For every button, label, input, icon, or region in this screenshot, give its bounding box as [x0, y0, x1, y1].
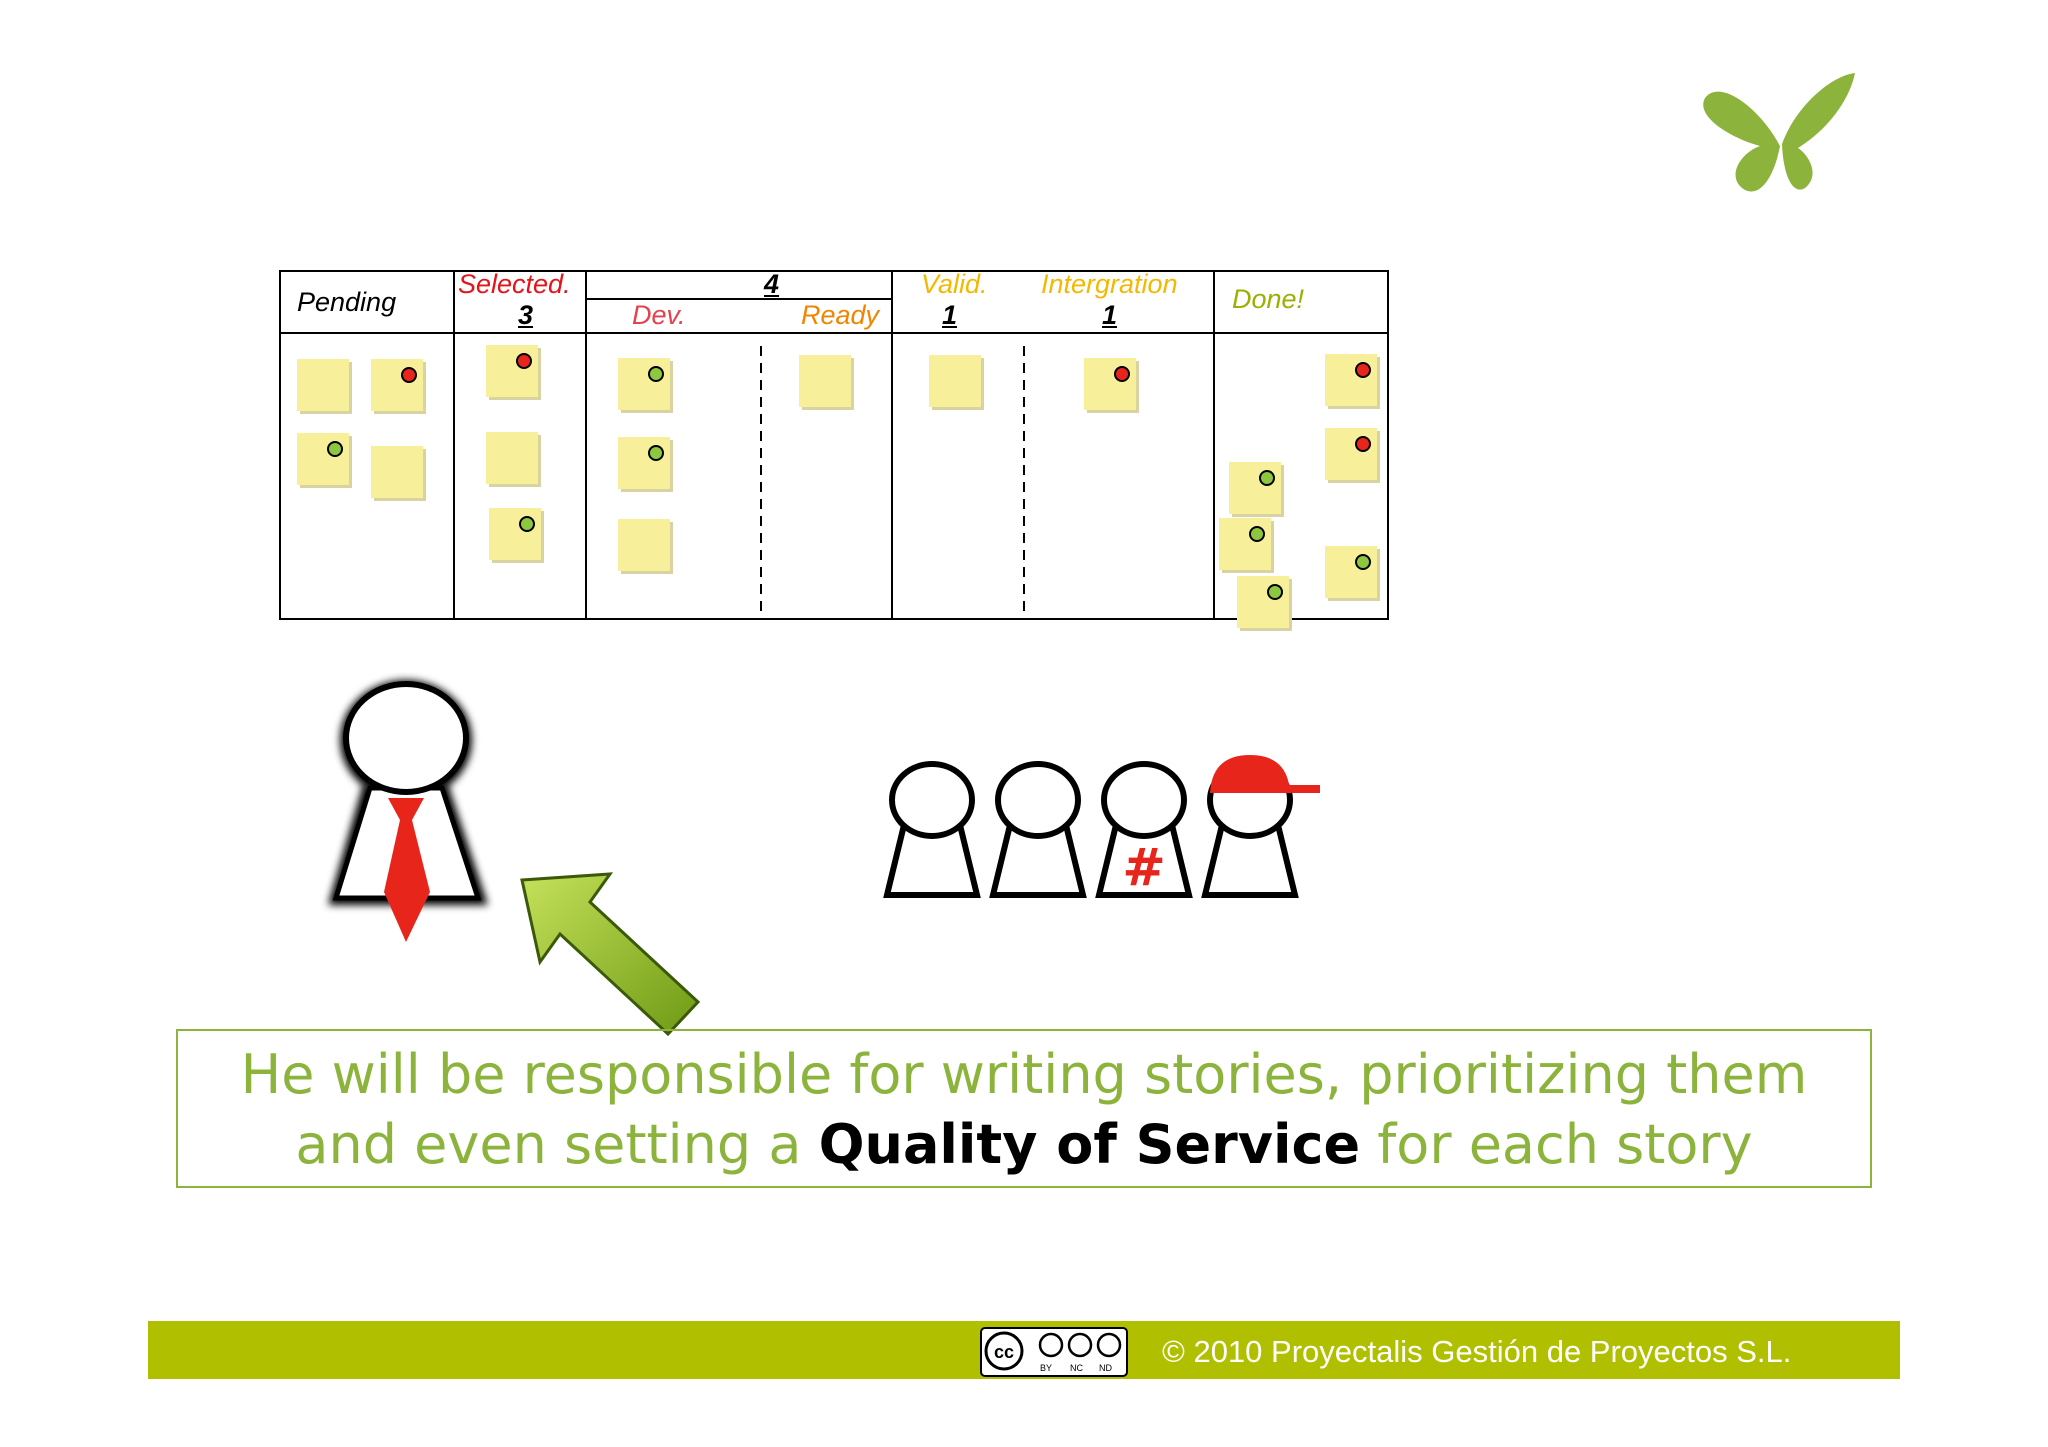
- red-cap-brim: [1280, 785, 1320, 793]
- sticky-note: [371, 446, 423, 498]
- red-cap: [1210, 755, 1290, 793]
- column-dev: Dev.: [632, 300, 686, 330]
- sticky-note: [799, 355, 851, 407]
- caption-line-2: and even setting a Quality of Service fo…: [178, 1110, 1870, 1180]
- caption-box: He will be responsible for writing stori…: [176, 1029, 1872, 1188]
- green-status-dot: [648, 366, 664, 382]
- sticky-note: [929, 355, 981, 407]
- sticky-note: [1219, 518, 1271, 570]
- red-status-dot: [1114, 366, 1130, 382]
- red-status-dot: [1355, 362, 1371, 378]
- sticky-note: [1325, 428, 1377, 480]
- wip-limit-development: 4: [764, 269, 780, 299]
- sticky-note: [486, 345, 538, 397]
- column-integration: Intergration: [1041, 269, 1178, 299]
- team-member-icon: [883, 761, 981, 898]
- sticky-note: [371, 359, 423, 411]
- red-status-dot: [401, 367, 417, 383]
- sticky-note: [489, 508, 541, 560]
- team-member-icon: [1095, 761, 1193, 898]
- caption-text-end: for each story: [1360, 1113, 1753, 1176]
- column-valid: Valid.: [921, 269, 988, 299]
- license-nd: ND: [1099, 1363, 1112, 1373]
- caption-line-1: He will be responsible for writing stori…: [240, 1043, 1808, 1106]
- sticky-note: [1325, 354, 1377, 406]
- green-status-dot: [1259, 470, 1275, 486]
- sticky-note: [618, 437, 670, 489]
- sticky-note: [297, 433, 349, 485]
- column-done: Done!: [1232, 284, 1305, 314]
- team-members-icon: #: [883, 755, 1320, 898]
- caption-text: and even setting a: [295, 1113, 819, 1176]
- svg-text:cc: cc: [994, 1342, 1014, 1362]
- license-nc: NC: [1070, 1363, 1083, 1373]
- green-status-dot: [648, 445, 664, 461]
- sticky-note: [486, 432, 538, 484]
- green-status-dot: [1249, 526, 1265, 542]
- sticky-note: [1229, 462, 1281, 514]
- copyright-text: © 2010 Proyectalis Gestión de Proyectos …: [1162, 1334, 1792, 1369]
- green-status-dot: [327, 441, 343, 457]
- team-member-icon: [989, 761, 1087, 898]
- red-status-dot: [1355, 436, 1371, 452]
- column-pending: Pending: [297, 287, 397, 317]
- green-status-dot: [1267, 584, 1283, 600]
- green-status-dot: [1355, 554, 1371, 570]
- sticky-note: [1237, 576, 1289, 628]
- wip-limit-selected: 3: [518, 300, 534, 330]
- sticky-note: [618, 358, 670, 410]
- sticky-note: [618, 519, 670, 571]
- license-by: BY: [1040, 1363, 1052, 1373]
- wip-limit-valid: 1: [942, 300, 958, 330]
- sticky-note: [297, 359, 349, 411]
- green-arrow-icon: [520, 872, 701, 1037]
- green-status-dot: [519, 516, 535, 532]
- hash-symbol: #: [1122, 838, 1166, 898]
- red-status-dot: [516, 353, 532, 369]
- product-owner-icon: [328, 680, 488, 942]
- column-selected: Selected.: [458, 269, 571, 299]
- column-ready: Ready: [801, 300, 880, 330]
- sticky-note: [1325, 546, 1377, 598]
- wip-limit-integration: 1: [1102, 300, 1118, 330]
- butterfly-logo-icon: [1703, 73, 1855, 192]
- caption-emphasis: Quality of Service: [818, 1113, 1361, 1176]
- sticky-note: [1084, 358, 1136, 410]
- creative-commons-icon: cc BY NC ND: [980, 1327, 1128, 1377]
